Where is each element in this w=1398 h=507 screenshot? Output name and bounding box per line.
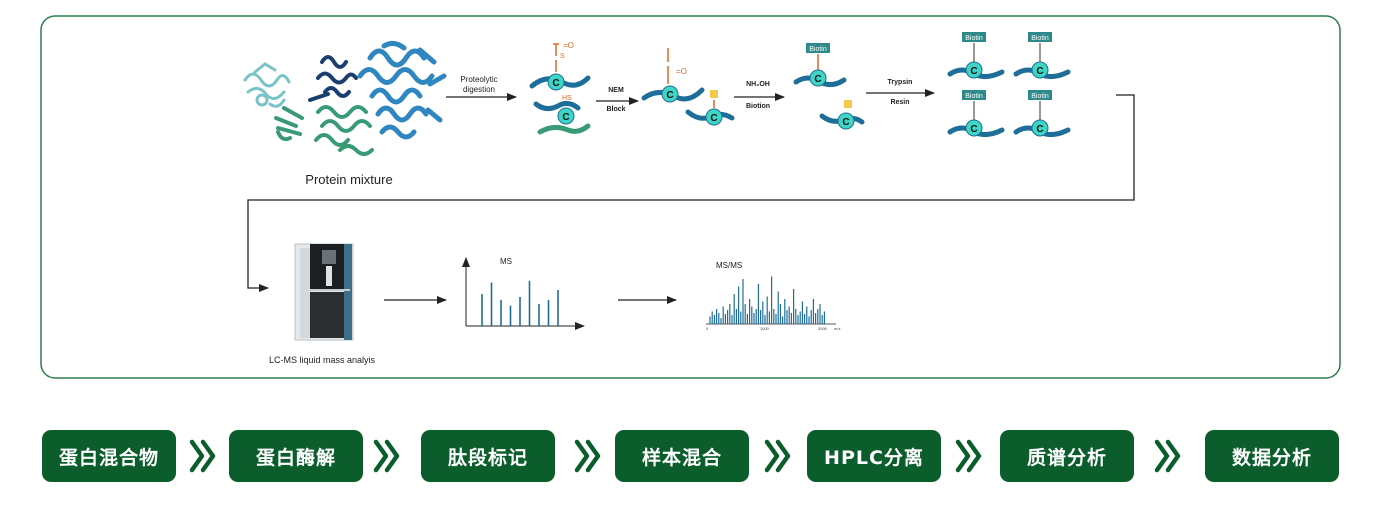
ms-spectrum: MS: [462, 257, 585, 330]
cysteine-icon: [661, 85, 679, 103]
nh2oh-label-2: Biotion: [746, 103, 770, 110]
step-protein-mixture[interactable]: 蛋白混合物: [42, 430, 176, 482]
biotin-tag: [806, 43, 830, 53]
workflow-frame: [40, 15, 1341, 379]
biotin-tag-label: Biotin: [1031, 35, 1049, 42]
biotin-tag-label: Biotin: [965, 93, 983, 100]
ms-label: MS: [500, 257, 512, 266]
msms-tick: 2000: [818, 326, 828, 331]
msms-label: MS/MS: [716, 261, 742, 270]
protein-mixture-label: Protein mixture: [305, 172, 392, 187]
cysteine-letter: C: [842, 117, 849, 128]
cysteine-letter: C: [970, 66, 977, 77]
nem-marker-1: S: [560, 53, 565, 60]
cysteine-letter: C: [814, 74, 821, 85]
cysteine-letter: C: [552, 78, 559, 89]
biotinylated-peptides: Biotin C C: [793, 43, 865, 130]
biotin-tag: [1028, 32, 1052, 42]
cysteine-letter: C: [1036, 124, 1043, 135]
msms-tick: m/z: [834, 326, 840, 331]
cysteine-icon: [965, 61, 983, 79]
biotin-tag-label: Biotin: [1031, 93, 1049, 100]
step-enzymolysis[interactable]: 蛋白酶解: [229, 430, 363, 482]
cysteine-letter: C: [710, 113, 717, 124]
digestion-label-1: Proteolytic: [460, 75, 497, 84]
chevron-right-icon: [574, 439, 601, 473]
nem-label-1: NEM: [608, 87, 624, 94]
lcms-label: LC-MS liquid mass analyis: [269, 355, 376, 365]
biotin-tag-label: Biotin: [809, 46, 827, 53]
protein-mixture-illustration: [243, 40, 447, 156]
biotin-block-marker: [710, 90, 718, 98]
msms-tick: 1000: [760, 326, 770, 331]
cysteine-icon: [809, 69, 827, 87]
digested-peptides: S =O C HS C: [529, 41, 591, 135]
digestion-label-2: digestion: [463, 85, 495, 94]
cysteine-letter: C: [666, 90, 673, 101]
row-connector-arrow: [247, 94, 1135, 292]
chevron-right-icon: [764, 439, 791, 473]
biotin-tag-label: Biotin: [965, 35, 983, 42]
msms-tick: 0: [706, 326, 709, 331]
biotin-tag: [962, 90, 986, 100]
step-peptide-labeling[interactable]: 肽段标记: [421, 430, 555, 482]
cysteine-icon: [557, 107, 575, 125]
cysteine-icon: [1031, 61, 1049, 79]
nem-oxygen-2: =O: [676, 67, 687, 76]
step-sample-mixing[interactable]: 样本混合: [615, 430, 749, 482]
cysteine-icon: [965, 119, 983, 137]
nem-label-2: Block: [606, 106, 625, 113]
step-hplc-separation[interactable]: HPLC分离: [807, 430, 941, 482]
step-ms-analysis[interactable]: 质谱分析: [1000, 430, 1134, 482]
chevron-right-icon: [189, 439, 216, 473]
nem-oxygen-1: =O: [563, 41, 574, 50]
nem-blocked-peptides: =O C C: [641, 48, 735, 126]
cysteine-icon: [837, 112, 855, 130]
chevron-right-icon: [1154, 439, 1181, 473]
biotin-block-marker: [844, 100, 852, 108]
cysteine-icon: [1031, 119, 1049, 137]
chevron-right-icon: [373, 439, 400, 473]
cysteine-letter: C: [970, 124, 977, 135]
cysteine-icon: [705, 108, 723, 126]
hs-label: HS: [562, 95, 572, 102]
msms-spectrum: MS/MS 0 1000 2000 m/z: [706, 261, 840, 331]
nh2oh-label-1: NH₂OH: [746, 81, 770, 88]
trypsin-label-1: Trypsin: [888, 79, 913, 86]
trypsin-label-2: Resin: [890, 99, 909, 106]
biotin-tag: [1028, 90, 1052, 100]
step-data-analysis[interactable]: 数据分析: [1205, 430, 1339, 482]
cysteine-icon: [547, 73, 565, 91]
lcms-instrument-icon: [294, 243, 354, 341]
biotin-tag: [962, 32, 986, 42]
cysteine-letter: C: [1036, 66, 1043, 77]
chevron-right-icon: [955, 439, 982, 473]
cysteine-letter: C: [562, 112, 569, 123]
